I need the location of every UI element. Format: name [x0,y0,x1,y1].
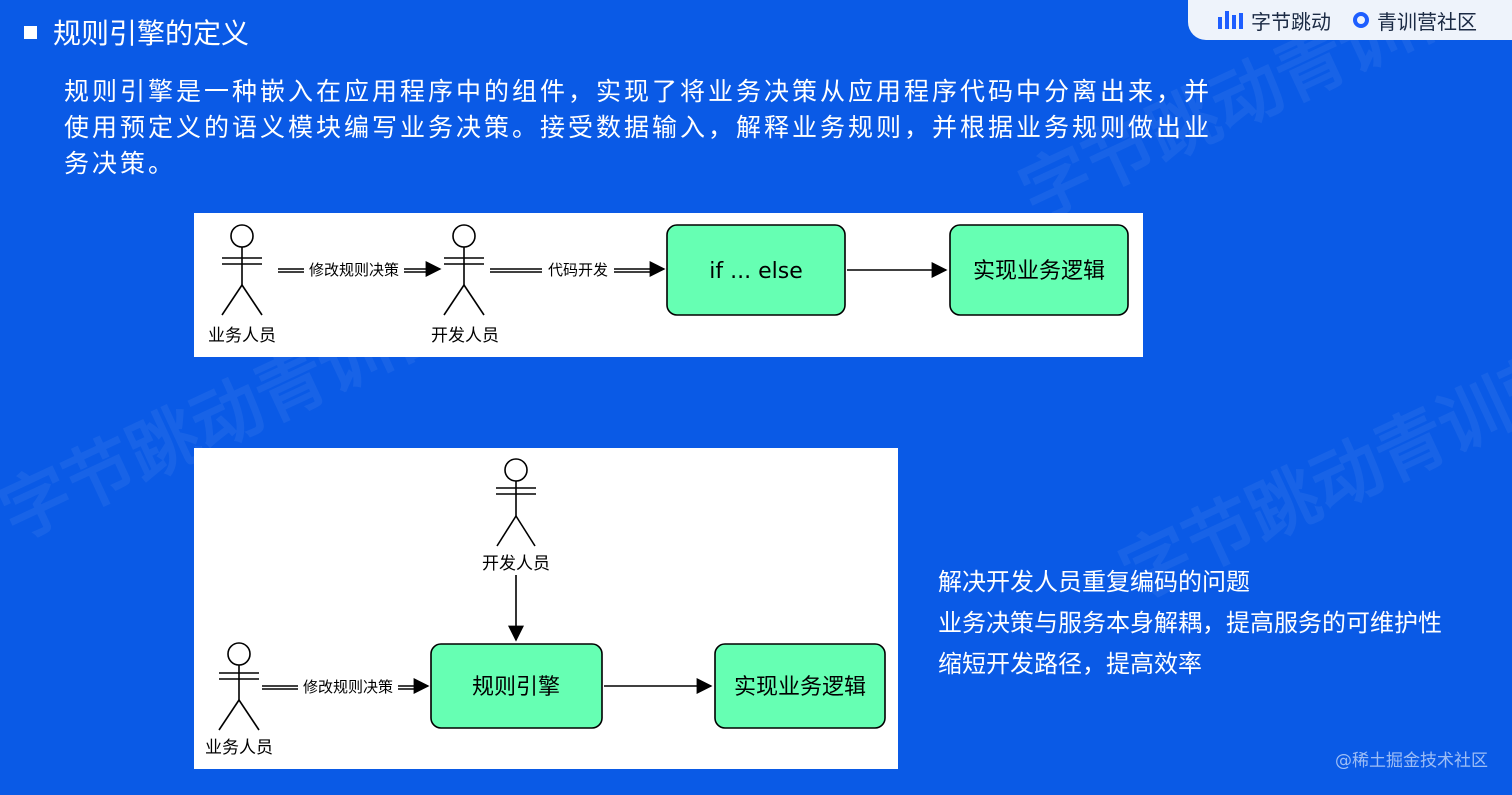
brand-bar: 字节跳动 青训营社区 [1188,0,1512,40]
traditional-flow-diagram: 业务人员 修改规则决策 开发人员 代码开发 if ... [194,213,1143,357]
intro-line-3: 务决策。 [64,149,177,178]
source-credit: @稀土掘金技术社区 [1335,751,1488,771]
business-actor-label: 业务人员 [208,326,276,346]
code-development-label: 代码开发 [548,261,608,279]
business-actor-icon [221,224,263,316]
implementation-node: 实现业务逻辑 [949,224,1129,316]
developer-actor-icon [496,458,536,547]
slide-title-row: 规则引擎的定义 [24,12,249,52]
implementation-node: 实现业务逻辑 [714,643,886,729]
benefits-list: 解决开发人员重复编码的问题 业务决策与服务本身解耦，提高服务的可维护性 缩短开发… [938,562,1442,685]
traditional-flow-svg: 业务人员 修改规则决策 开发人员 代码开发 if ... [208,224,1129,346]
modify-decision-edge: 修改规则决策 [278,259,442,279]
ifelse-node-label: if ... else [709,259,802,284]
modify-decision-label: 修改规则决策 [303,678,393,696]
code-development-edge: 代码开发 [490,259,666,279]
business-actor-label: 业务人员 [205,738,273,758]
ifelse-node: if ... else [666,224,846,316]
bytedance-logo-icon [1218,11,1243,29]
slide-title: 规则引擎的定义 [53,17,250,50]
bullet-square-icon [24,25,37,39]
implementation-node-label: 实现业务逻辑 [973,259,1105,284]
rule-engine-node: 规则引擎 [430,643,603,729]
intro-line-1: 规则引擎是一种嵌入在应用程序中的组件，实现了将业务决策从应用程序代码中分离出来，… [64,77,1213,106]
bytedance-brand-text: 字节跳动 [1251,9,1331,34]
developer-actor-icon [443,224,485,316]
rule-engine-node-label: 规则引擎 [472,675,560,700]
modify-decision-edge: 修改规则决策 [262,676,430,696]
youthcamp-logo-icon [1353,12,1369,28]
youthcamp-logo: 青训营社区 [1353,6,1477,35]
benefit-item: 业务决策与服务本身解耦，提高服务的可维护性 [938,609,1442,637]
rule-engine-flow-svg: 开发人员 业务人员 修改规则决策 规则引擎 [205,458,886,758]
benefit-item: 缩短开发路径，提高效率 [938,650,1202,678]
bytedance-logo: 字节跳动 [1218,6,1331,35]
developer-actor-label: 开发人员 [431,326,499,346]
business-actor-icon [218,642,260,731]
youthcamp-brand-text: 青训营社区 [1377,9,1477,34]
developer-actor-label: 开发人员 [482,554,550,574]
rule-engine-flow-diagram: 开发人员 业务人员 修改规则决策 规则引擎 [194,448,898,769]
intro-line-2: 使用预定义的语义模块编写业务决策。接受数据输入，解释业务规则，并根据业务规则做出… [64,113,1213,142]
intro-paragraph: 规则引擎是一种嵌入在应用程序中的组件，实现了将业务决策从应用程序代码中分离出来，… [64,74,1264,182]
modify-decision-label: 修改规则决策 [309,261,399,279]
benefit-item: 解决开发人员重复编码的问题 [938,568,1250,596]
implementation-node-label: 实现业务逻辑 [734,675,866,700]
